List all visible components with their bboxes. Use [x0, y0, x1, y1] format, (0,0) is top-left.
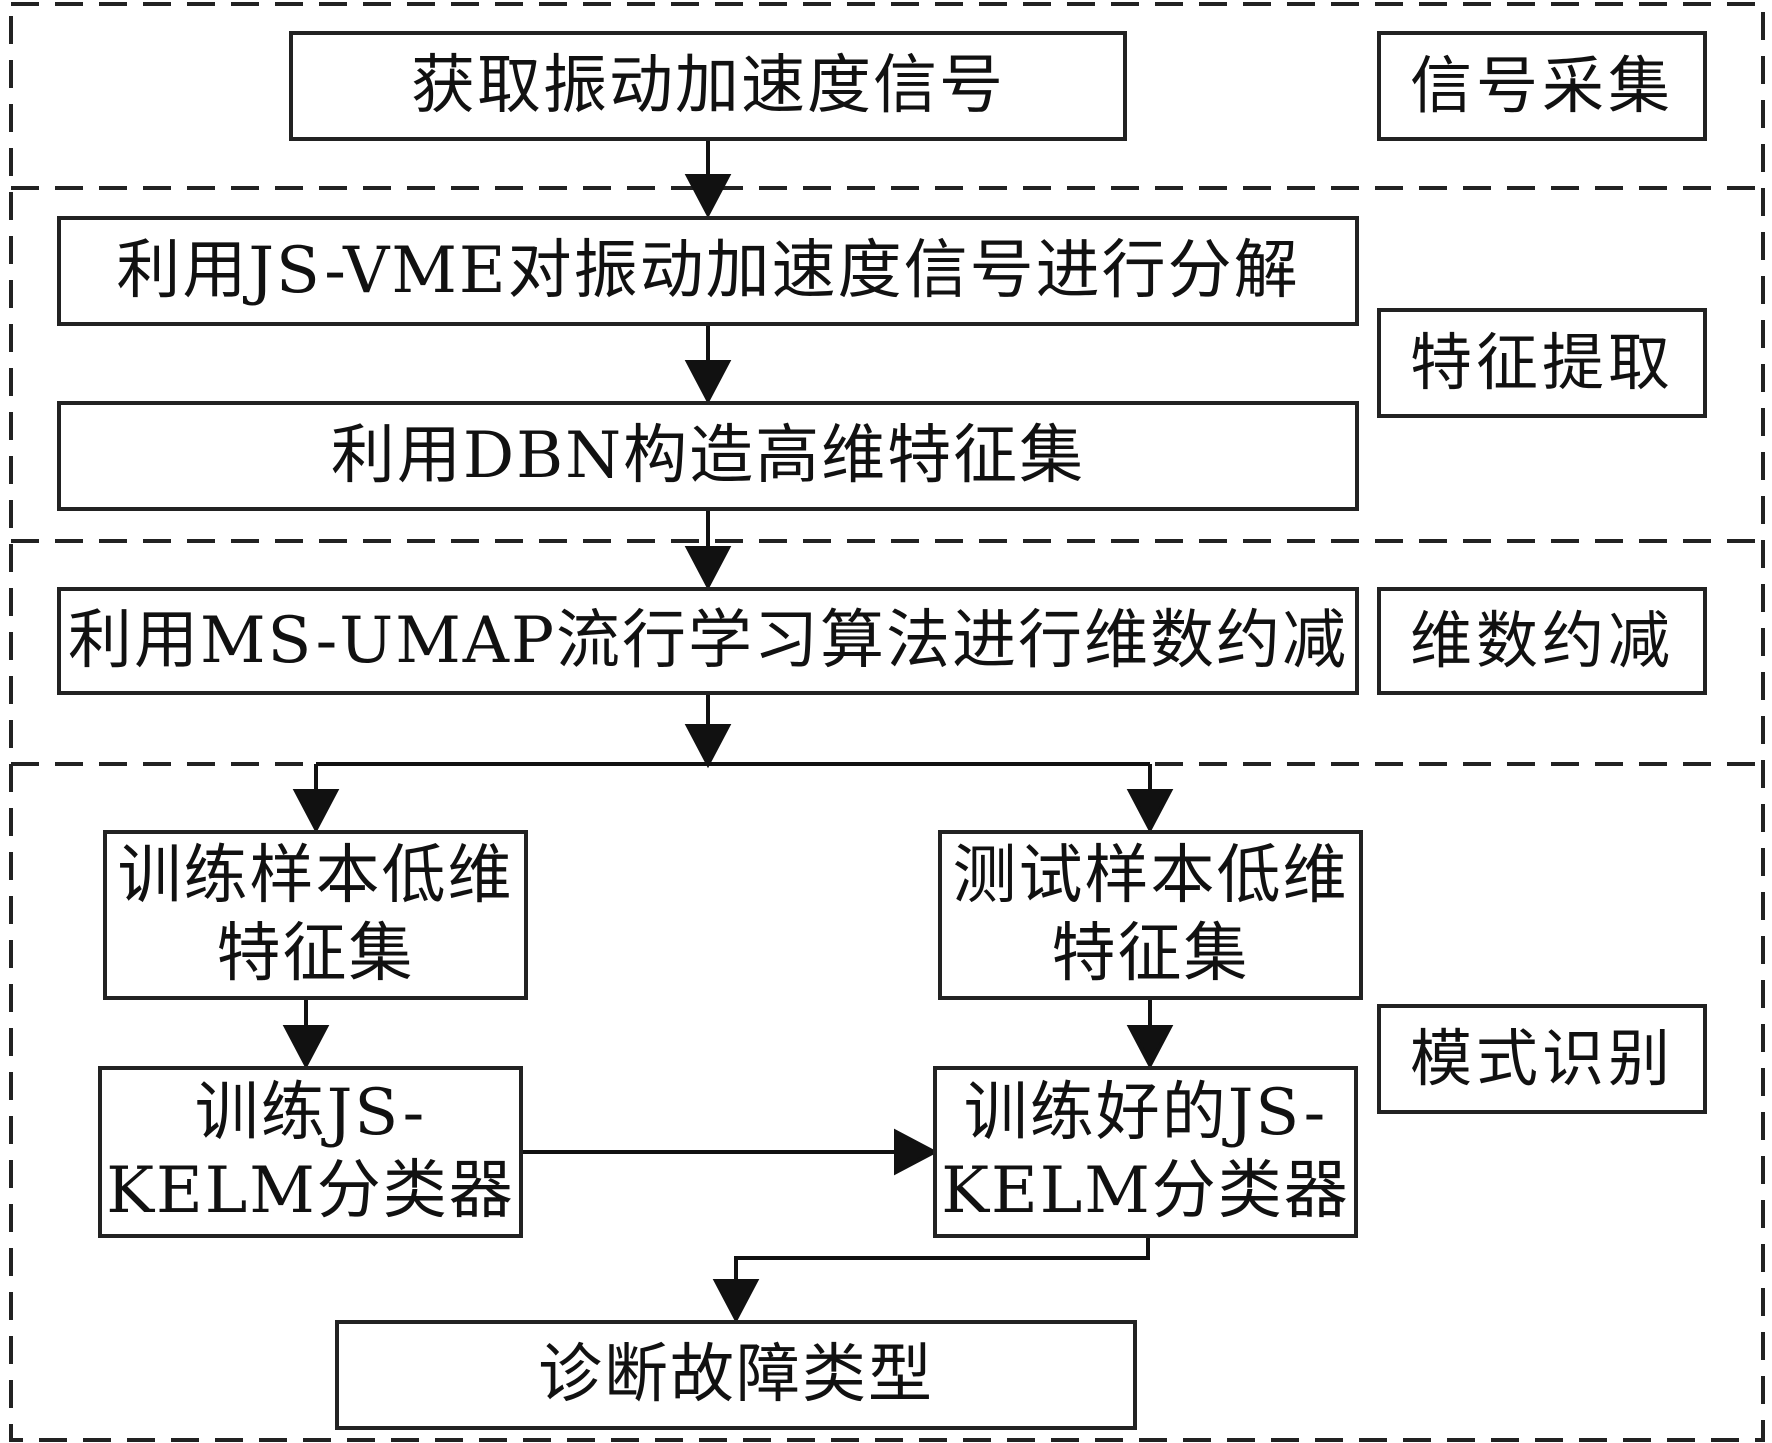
stage-frame	[9, 2, 1765, 1442]
msumap-reduce-box: 利用MS-UMAP流行学习算法进行维数约减	[57, 587, 1359, 695]
acquire-signal-box: 获取振动加速度信号	[289, 31, 1127, 141]
test-features-line2: 特征集	[1051, 917, 1250, 991]
stage-dimension-reduction-label: 维数约减	[1409, 604, 1674, 678]
stage-feature-extraction: 特征提取	[1377, 308, 1707, 418]
test-features-line1: 测试样本低维	[952, 838, 1349, 913]
dbn-features-label: 利用DBN构造高维特征集	[330, 418, 1086, 493]
diagnose-label: 诊断故障类型	[538, 1337, 934, 1412]
train-classifier-line1: 训练JS-	[194, 1075, 427, 1150]
train-classifier-box: 训练JS- KELM分类器	[98, 1066, 523, 1238]
train-classifier-line2: KELM分类器	[106, 1154, 515, 1228]
stage-signal-acquisition: 信号采集	[1377, 31, 1707, 141]
stage-pattern-recognition-label: 模式识别	[1409, 1022, 1674, 1096]
jsvme-decompose-label: 利用JS-VME对振动加速度信号进行分解	[116, 233, 1300, 308]
arrow-trained-to-diagnose	[734, 1236, 1150, 1319]
trained-classifier-line1: 训练好的JS-	[963, 1075, 1328, 1150]
jsvme-decompose-box: 利用JS-VME对振动加速度信号进行分解	[57, 216, 1359, 326]
stage-signal-acquisition-label: 信号采集	[1409, 49, 1674, 123]
diagnose-box: 诊断故障类型	[335, 1320, 1137, 1430]
test-features-box: 测试样本低维 特征集	[938, 830, 1363, 1000]
train-features-line2: 特征集	[216, 917, 415, 991]
trained-classifier-box: 训练好的JS- KELM分类器	[933, 1066, 1358, 1238]
dbn-features-box: 利用DBN构造高维特征集	[57, 401, 1359, 511]
acquire-signal-label: 获取振动加速度信号	[411, 48, 1005, 123]
train-features-box: 训练样本低维 特征集	[103, 830, 528, 1000]
trained-classifier-line2: KELM分类器	[941, 1154, 1350, 1228]
train-features-line1: 训练样本低维	[117, 838, 514, 913]
msumap-reduce-label: 利用MS-UMAP流行学习算法进行维数约减	[67, 603, 1349, 678]
stage-feature-extraction-label: 特征提取	[1409, 326, 1674, 400]
stage-dimension-reduction: 维数约减	[1377, 587, 1707, 695]
stage-pattern-recognition: 模式识别	[1377, 1004, 1707, 1114]
